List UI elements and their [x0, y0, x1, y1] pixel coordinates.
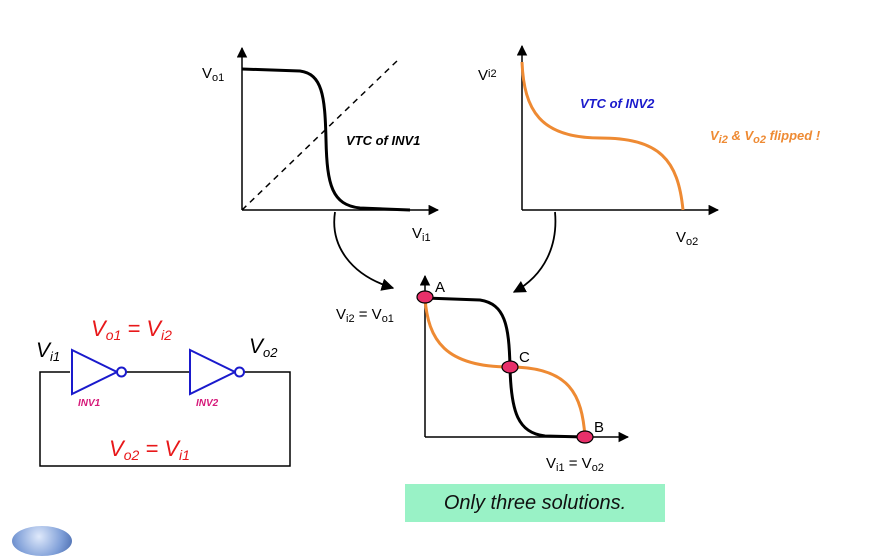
plot2-vtc-curve — [520, 61, 685, 211]
plot3-x-label: Vi1 = Vo2 — [546, 455, 604, 474]
plot1-caption: VTC of INV1 — [346, 133, 420, 148]
inv2-label: INV2 — [196, 398, 219, 409]
plot2-caption: VTC of INV2 — [580, 96, 655, 111]
top-equation: Vo1 = Vi2 — [91, 316, 172, 343]
inverter-1 — [71, 348, 127, 396]
plot1-x-label: Vi1 — [412, 225, 431, 244]
solution-point-c — [501, 360, 519, 374]
plot-combined: A B C Vi2 = Vo1 Vi1 = Vo2 — [336, 274, 630, 474]
inverter-2 — [189, 348, 245, 396]
solution-point-a — [416, 290, 434, 304]
plot3-y-label: Vi2 = Vo1 — [336, 306, 394, 325]
arrow-from-plot2 — [512, 211, 557, 293]
point-label-a: A — [435, 279, 445, 296]
plot1-diagonal — [241, 59, 399, 211]
vin-label: Vi1 — [36, 339, 60, 364]
summary-box: Only three solutions. — [405, 484, 665, 522]
arrow-from-plot1 — [333, 211, 395, 291]
bottom-equation: Vo2 = Vi1 — [109, 436, 190, 463]
point-label-b: B — [594, 419, 604, 436]
plot2-x-label: Vo2 — [676, 229, 698, 248]
point-label-c: C — [519, 349, 530, 366]
plot1-vtc-curve — [241, 67, 411, 212]
plot2-flipped-note: Vi2 & Vo2 flipped ! — [710, 128, 821, 146]
feedback-wire — [39, 371, 291, 467]
plot-inv1: Vo1 Vi1 VTC of INV1 — [202, 46, 440, 244]
plot2-y-label: Vi2 — [478, 67, 497, 84]
solution-point-b — [576, 430, 594, 444]
diagram-canvas: Vo1 Vi1 VTC of INV1 Vi2 Vo2 VTC of INV2 … — [36, 44, 821, 474]
inverter-loop-circuit: INV1 INV2 Vi1 Vo2 Vo1 = Vi2 Vo2 = Vi1 — [36, 316, 291, 467]
plot-inv2: Vi2 Vo2 VTC of INV2 Vi2 & Vo2 flipped ! — [478, 44, 821, 248]
plot1-y-label: Vo1 — [202, 65, 224, 84]
globe-logo — [12, 526, 72, 556]
inv1-label: INV1 — [78, 398, 101, 409]
vout-label: Vo2 — [249, 335, 278, 360]
